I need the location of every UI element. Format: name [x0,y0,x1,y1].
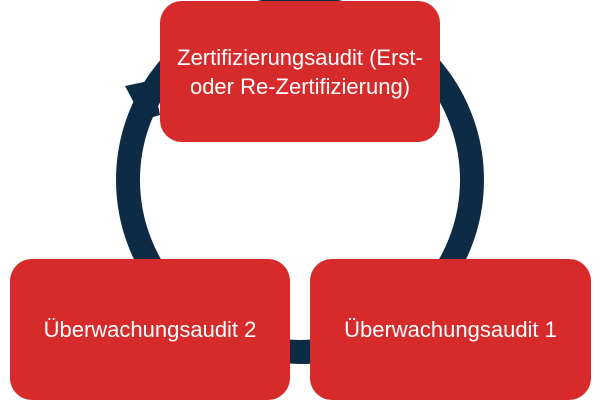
node-certification-audit: Zertifizierungsaudit (Erst- oder Re-Zert… [160,1,440,142]
arrowhead-icon [125,80,160,120]
node-label: Überwachungsaudit 2 [43,317,257,342]
node-label: Überwachungsaudit 1 [344,317,557,342]
node-surveillance-audit-2: Überwachungsaudit 2 [10,259,290,400]
node-surveillance-audit-1: Überwachungsaudit 1 [310,259,591,400]
node-label: Zertifizierungsaudit (Erst- oder Re-Zert… [177,44,423,99]
